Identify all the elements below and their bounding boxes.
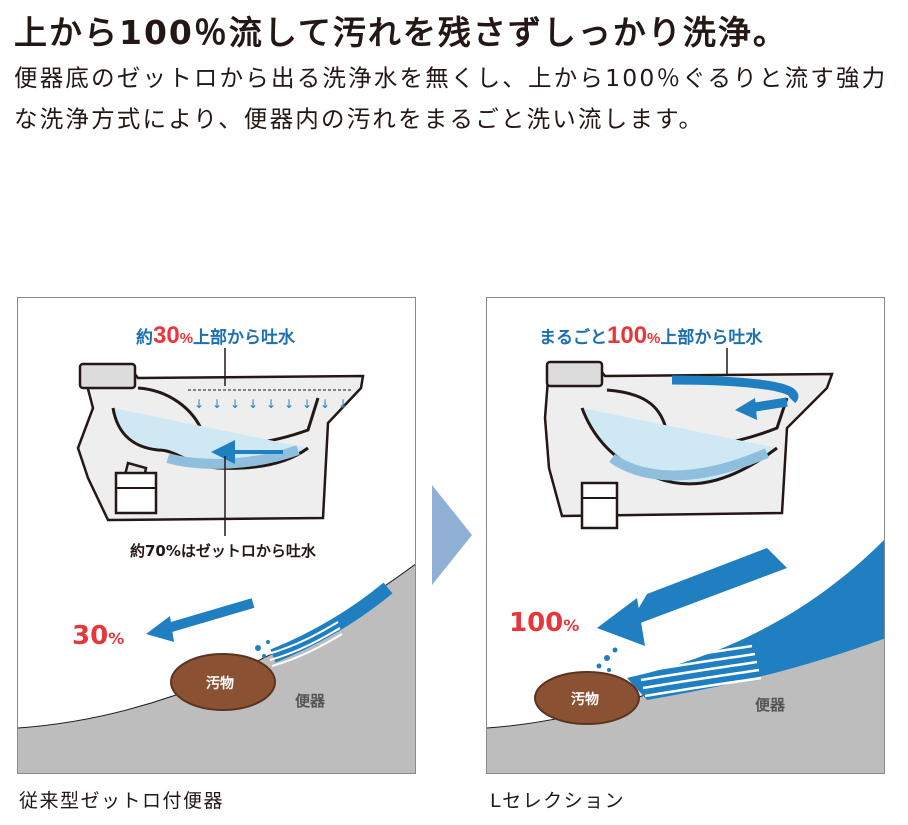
svg-text:↓: ↓ <box>266 397 276 411</box>
conventional-diagram: 約30%上部から吐水 ↓ ↓ ↓ ↓ ↓ ↓ ↓ ↓ ↓ 約7 <box>18 322 415 773</box>
toilet-cross-section <box>543 360 834 530</box>
toilet-cross-section <box>76 362 365 522</box>
dirt-icon <box>534 671 640 725</box>
panel-l-selection: まるごと100%上部から吐水 <box>486 297 885 774</box>
bowl-label: 便器 <box>295 692 326 710</box>
bowl-label: 便器 <box>755 696 786 714</box>
caption-conventional: 従来型ゼットロ付便器 <box>19 790 225 812</box>
top-label-unit: % <box>647 330 660 347</box>
swirl-flow-arrow <box>671 375 799 404</box>
svg-text:↓: ↓ <box>284 397 294 411</box>
rim-water-drops: ↓ ↓ ↓ ↓ ↓ ↓ ↓ ↓ ↓ <box>194 397 348 411</box>
svg-text:約30%上部から吐水: 約30%上部から吐水 <box>136 322 296 349</box>
flow-unit: % <box>108 629 124 648</box>
wide-water-stream <box>627 539 884 700</box>
flow-unit: % <box>563 616 579 635</box>
flow-arrow <box>627 548 787 628</box>
thin-water-stream <box>270 582 393 663</box>
svg-text:30%: 30% <box>72 621 124 651</box>
seat-icon <box>78 362 137 390</box>
headline: 上から100％流して汚れを残さずしっかり洗浄。 <box>14 13 788 52</box>
seat-icon <box>545 360 604 388</box>
flow-value: 100 <box>509 608 563 638</box>
panel-conventional: 約30%上部から吐水 ↓ ↓ ↓ ↓ ↓ ↓ ↓ ↓ ↓ 約7 <box>17 297 416 774</box>
bowl-surface <box>18 564 415 773</box>
svg-text:↓: ↓ <box>320 397 330 411</box>
svg-text:100%: 100% <box>509 608 579 638</box>
svg-text:↓: ↓ <box>302 397 312 411</box>
chevron-right-icon <box>432 485 472 585</box>
caption-l-selection: Lセレクション <box>490 790 626 812</box>
svg-text:↓: ↓ <box>248 397 258 411</box>
l-selection-diagram: まるごと100%上部から吐水 <box>487 322 884 773</box>
top-label-suffix: 上部から吐水 <box>193 327 296 347</box>
svg-text:↓: ↓ <box>230 397 240 411</box>
dirt-label: 汚物 <box>206 675 234 692</box>
flow-value: 30 <box>72 621 108 651</box>
top-label-value: 30 <box>153 322 180 349</box>
dirt-icon <box>170 653 276 711</box>
dirt-label: 汚物 <box>571 691 599 708</box>
jet-label: 約70%はゼットロから吐水 <box>130 542 317 560</box>
svg-text:↓: ↓ <box>212 397 222 411</box>
top-label-suffix: 上部から吐水 <box>660 327 763 347</box>
svg-text:まるごと100%上部から吐水: まるごと100%上部から吐水 <box>539 322 763 349</box>
svg-text:↓: ↓ <box>194 397 204 411</box>
description: 便器底のゼットロから出る洗浄水を無くし、上から100％ぐるりと流す強力な洗浄方式… <box>14 64 888 133</box>
top-label-unit: % <box>180 330 193 347</box>
top-label-value: 100 <box>607 322 647 349</box>
top-label-prefix: まるごと <box>539 327 607 347</box>
svg-text:↓: ↓ <box>338 397 348 411</box>
top-label-prefix: 約 <box>136 327 153 347</box>
flow-arrow <box>166 598 255 633</box>
